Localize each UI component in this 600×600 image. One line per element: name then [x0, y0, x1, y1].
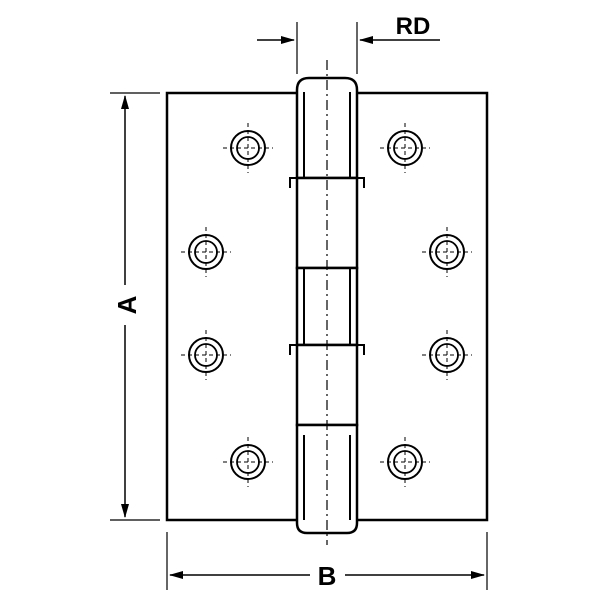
hinge-leaves — [165, 91, 489, 522]
right-leaf-screw-holes — [380, 123, 472, 487]
right-leaf — [357, 91, 489, 522]
knuckle-wrap-lines — [289, 92, 365, 520]
left-leaf — [165, 91, 297, 522]
dimension-b — [166, 532, 488, 590]
dimension-a — [110, 92, 160, 521]
left-leaf-screw-holes — [181, 123, 273, 487]
screw-hole — [422, 227, 472, 277]
screw-hole — [223, 123, 273, 173]
screw-hole — [223, 437, 273, 487]
screw-hole — [380, 437, 430, 487]
dimension-label-rd: RD — [396, 13, 431, 40]
screw-hole — [181, 330, 231, 380]
dimension-label-b: B — [318, 561, 337, 591]
screw-hole — [380, 123, 430, 173]
screw-hole — [181, 227, 231, 277]
screw-hole — [422, 330, 472, 380]
dimension-label-a: A — [112, 295, 142, 314]
knuckle-5 — [295, 423, 359, 535]
dimension-rd — [257, 22, 440, 74]
